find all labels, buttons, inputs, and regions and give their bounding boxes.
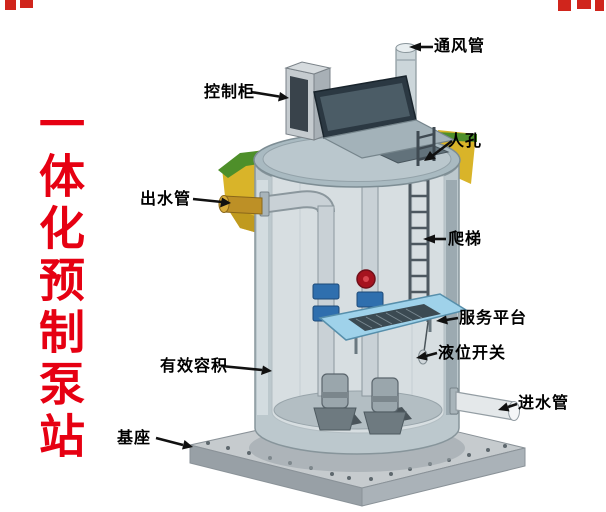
callout-arrows bbox=[155, 42, 518, 450]
arrow-base bbox=[155, 436, 193, 450]
pump-left bbox=[313, 373, 357, 431]
label-service-platform: 服务平台 bbox=[459, 310, 528, 327]
label-manhole: 人孔 bbox=[448, 133, 483, 150]
tank-shade bbox=[446, 180, 457, 415]
cabinet-door-panel bbox=[290, 76, 308, 132]
outlet-pipe bbox=[218, 191, 270, 217]
inlet-pipe bbox=[449, 387, 520, 421]
pump-right bbox=[363, 377, 407, 435]
arrow-effective-volume bbox=[220, 364, 272, 375]
label-effective-volume: 有效容积 bbox=[160, 358, 229, 375]
label-inlet-pipe: 进水管 bbox=[518, 395, 570, 412]
label-base: 基座 bbox=[117, 430, 152, 447]
level-switch-cable bbox=[423, 321, 429, 353]
pipe-coupling bbox=[356, 291, 384, 308]
vertical-title: 一体化预制泵站 bbox=[33, 100, 85, 464]
console-base bbox=[322, 119, 456, 159]
tank-highlight bbox=[257, 180, 268, 415]
arrow-level-switch bbox=[416, 351, 438, 361]
arrow-ladder bbox=[423, 234, 446, 244]
arrow-service-platform bbox=[436, 315, 459, 325]
arrow-vent-pipe bbox=[409, 42, 433, 52]
label-outlet-pipe: 出水管 bbox=[140, 191, 192, 208]
service-platform bbox=[318, 293, 468, 365]
console-screen-glass bbox=[320, 83, 410, 131]
arrow-inlet-pipe bbox=[498, 402, 518, 412]
guide-pipe-left bbox=[317, 205, 335, 397]
pumps bbox=[313, 373, 407, 435]
valve-hub bbox=[363, 276, 369, 282]
label-vent-pipe: 通风管 bbox=[434, 38, 486, 55]
discharge-pipes bbox=[266, 171, 384, 397]
pipe-coupling bbox=[312, 283, 340, 300]
arrow-control-cabinet bbox=[250, 90, 289, 102]
arrow-outlet-pipe bbox=[192, 197, 231, 208]
control-cabinet bbox=[284, 61, 456, 159]
arrow-manhole bbox=[424, 139, 453, 161]
watermark-fragments bbox=[5, 0, 604, 11]
label-level-switch: 液位开关 bbox=[438, 345, 507, 362]
label-control-cabinet: 控制柜 bbox=[204, 84, 256, 101]
label-ladder: 爬梯 bbox=[448, 231, 483, 248]
